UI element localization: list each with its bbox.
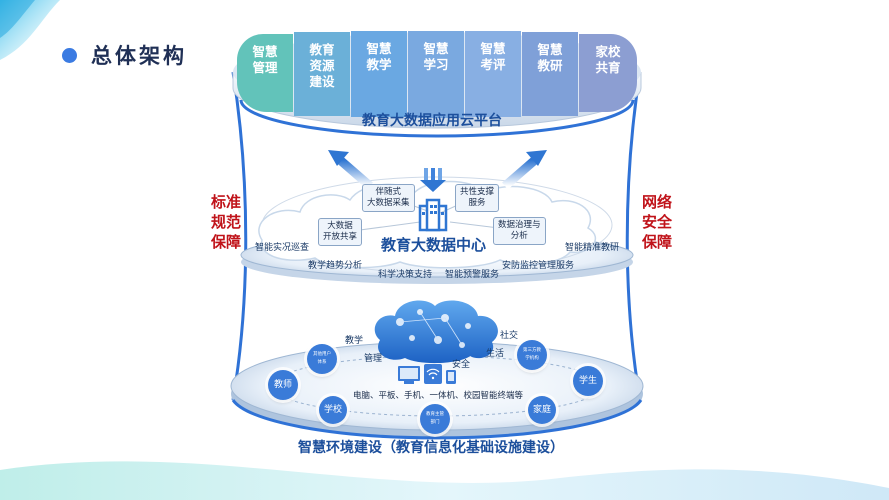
collection-box: 伴随式 大数据采集 — [362, 184, 415, 212]
bullet-dot-icon — [62, 47, 77, 63]
segment-smart-learning[interactable]: 智慧学习 — [408, 31, 464, 118]
segment-smart-management[interactable]: 智慧管理 — [237, 34, 293, 112]
segment-label: 家校共育 — [595, 44, 621, 75]
segment-label: 智慧学习 — [423, 41, 449, 72]
top-layer-segments: 智慧管理 教育资源建设 智慧教学 智慧学习 智慧考评 智慧教研 家校共育 — [0, 0, 889, 130]
right-up-arrow — [502, 150, 547, 190]
segment-resource-building[interactable]: 教育资源建设 — [294, 32, 350, 116]
node-label: 学校 — [323, 405, 342, 415]
bottom-layer-title: 智慧环境建设（教育信息化基础设施建设） — [298, 440, 564, 456]
segment-label: 智慧教研 — [537, 42, 563, 73]
label-decision-support: 科学决策支持 — [378, 270, 433, 280]
right-guarantee-label: 网络安全保障 — [642, 193, 673, 251]
segment-label: 教育资源建设 — [309, 42, 335, 89]
open-sharing-box: 大数据 开放共享 — [318, 218, 363, 246]
cloud-network-icon — [374, 300, 498, 364]
label-trend-analysis: 教学趋势分析 — [308, 261, 363, 271]
node-label: 第三方教 学机构 — [523, 348, 541, 361]
node-third-party: 第三方教 学机构 — [517, 340, 547, 370]
label-patrol: 智能实况巡查 — [255, 243, 310, 253]
segment-smart-evaluation[interactable]: 智慧考评 — [465, 31, 521, 117]
cloud-label-social: 社交 — [500, 331, 519, 341]
support-box: 共性支撑 服务 — [455, 184, 500, 212]
data-center-title: 教育大数据中心 — [381, 236, 487, 254]
node-label: 教育主管 部门 — [426, 412, 444, 425]
page-header: 总体架构 — [62, 40, 187, 70]
label-warning-service: 智能预警服务 — [445, 270, 500, 280]
governance-box: 数据治理与 分析 — [493, 217, 546, 245]
segment-label: 智慧考评 — [480, 41, 506, 72]
node-label: 教师 — [273, 380, 292, 390]
cloud-label-life: 生活 — [486, 349, 505, 359]
node-school: 学校 — [319, 396, 347, 424]
node-student: 学生 — [573, 366, 603, 396]
left-guarantee-label: 标准规范保障 — [211, 193, 242, 251]
segment-label: 智慧管理 — [252, 44, 278, 75]
left-up-arrow — [328, 150, 373, 190]
cloud-label-teaching: 教学 — [345, 336, 364, 346]
node-education-authority: 教育主管 部门 — [420, 404, 450, 434]
top-layer-title: 教育大数据应用云平台 — [362, 113, 502, 129]
segment-label: 智慧教学 — [366, 41, 392, 72]
building-icon — [418, 198, 448, 232]
devices-icon — [398, 364, 456, 384]
segment-smart-teaching[interactable]: 智慧教学 — [351, 31, 407, 117]
node-family: 家庭 — [528, 396, 556, 424]
segment-smart-research[interactable]: 智慧教研 — [522, 32, 578, 116]
node-label: 家庭 — [532, 405, 551, 415]
data-inflow-arrows — [420, 168, 446, 192]
devices-text: 电脑、平板、手机、一体机、校园智能终端等 — [353, 391, 524, 401]
page-title: 总体架构 — [91, 43, 187, 68]
node-other-users: 其他用户 体系 — [307, 344, 337, 374]
cloud-label-security: 安全 — [452, 360, 471, 370]
node-label: 其他用户 体系 — [313, 352, 331, 365]
segment-home-school[interactable]: 家校共育 — [579, 34, 637, 112]
label-security-monitoring: 安防监控管理服务 — [502, 261, 575, 271]
node-teacher: 教师 — [268, 370, 298, 400]
cloud-label-management: 管理 — [364, 354, 383, 364]
node-label: 学生 — [578, 376, 597, 386]
label-precision-research: 智能精准教研 — [565, 243, 620, 253]
